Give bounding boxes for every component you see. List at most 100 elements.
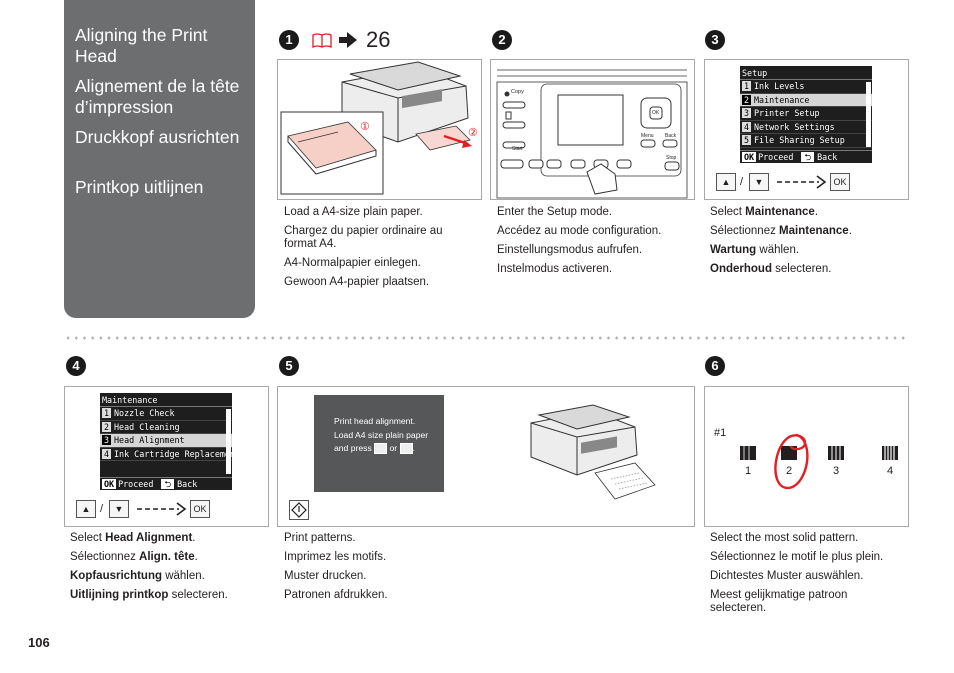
pattern-label-1: 1 [745, 465, 752, 477]
lcd-back-label: Back [817, 152, 838, 162]
caption-de: Wartung wählen. [710, 244, 800, 256]
step-4-captions: Select Head Alignment. Sélectionnez Alig… [70, 532, 270, 608]
pattern-set-label: #1 [714, 427, 727, 439]
dashed-arrow-icon [777, 175, 827, 189]
caption-de: A4-Normalpapier einlegen. [284, 257, 421, 269]
caption-fr: Sélectionnez le motif le plus plein. [710, 551, 884, 563]
key-separator: / [100, 503, 104, 515]
bw-start-icon [399, 443, 413, 455]
up-key: ▲ [716, 173, 736, 191]
stop-label: Stop [666, 155, 677, 161]
selection-circle-mark [774, 433, 809, 490]
caption-de: Kopfausrichtung wählen. [70, 570, 205, 582]
down-key: ▼ [109, 500, 129, 518]
step-6-illustration: #1 1 2 3 4 [704, 386, 909, 527]
lcd-ok-badge: OK [102, 479, 117, 489]
lcd-proceed-label: Proceed [758, 152, 794, 162]
caption-nl: Uitlijning printkop selecteren. [70, 589, 228, 601]
alignment-patterns [740, 446, 898, 460]
back-label: Back [665, 133, 677, 139]
sidebar-title-fr: Alignement de la tête d’impression [75, 76, 240, 117]
down-key: ▼ [749, 173, 769, 191]
caption-nl: Meest gelijkmatige patroon selecteren. [710, 589, 848, 614]
step-2-captions: Enter the Setup mode. Accédez au mode co… [497, 206, 687, 282]
pattern-label-4: 4 [887, 465, 894, 477]
ok-label: OK [652, 110, 660, 116]
step-4-number: 4 [66, 356, 86, 376]
caption-nl: Gewoon A4-papier plaatsen. [284, 276, 430, 288]
callout-1: ① [360, 120, 370, 133]
message-line-3: and press or . [334, 443, 415, 455]
caption-nl: Onderhoud selecteren. [710, 263, 832, 275]
lcd-header: Maintenance [100, 393, 232, 407]
caption-de: Einstellungsmodus aufrufen. [497, 244, 643, 256]
lcd-header: Setup [740, 66, 872, 80]
step-3-captions: Select Maintenance. Sélectionnez Mainten… [710, 206, 905, 282]
copy-label: Copy [511, 89, 524, 95]
pattern-label-3: 3 [833, 465, 840, 477]
message-line-2: Load A4 size plain paper [334, 429, 429, 440]
pattern-label-2: 2 [786, 465, 793, 477]
up-key: ▲ [76, 500, 96, 518]
caption-fr: Chargez du papier ordinaire au format A4… [284, 225, 443, 250]
caption-en: Select Head Alignment. [70, 532, 196, 544]
control-panel-illustration [496, 69, 688, 199]
caption-en: Select Maintenance. [710, 206, 819, 218]
lcd-scrollbar [866, 82, 871, 147]
step-2-number: 2 [492, 30, 512, 50]
step-1-captions: Load a A4-size plain paper. Chargez du p… [284, 206, 474, 295]
sidebar-title-de: Druckkopf ausrichten [75, 127, 240, 147]
back-icon: ⮌ [801, 152, 815, 162]
sidebar: Aligning the Print Head Alignement de la… [64, 0, 255, 318]
back-icon: ⮌ [161, 479, 175, 489]
lcd-proceed-label: Proceed [118, 479, 154, 489]
pattern-1 [740, 446, 756, 460]
printer-output-illustration [530, 404, 656, 500]
sidebar-title-nl: Printkop uitlijnen [75, 177, 204, 197]
step-2-illustration: Copy Start Menu Back Stop OK [490, 59, 695, 200]
caption-fr: Imprimez les motifs. [284, 551, 387, 563]
caption-en: Enter the Setup mode. [497, 206, 613, 218]
pattern-3 [828, 446, 844, 460]
reference-page: 26 [366, 27, 391, 52]
caption-nl: Patronen afdrukken. [284, 589, 388, 601]
caption-fr: Accédez au mode configuration. [497, 225, 662, 237]
step-5-number: 5 [279, 356, 299, 376]
caption-en: Load a A4-size plain paper. [284, 206, 423, 218]
menu-label: Menu [641, 133, 654, 139]
caption-en: Print patterns. [284, 532, 356, 544]
ok-key: OK [830, 173, 850, 191]
step-6-number: 6 [705, 356, 725, 376]
lcd-message-box: Print head alignment. Load A4 size plain… [314, 395, 444, 492]
arrow-right-icon [339, 32, 357, 48]
lcd-scrollbar [226, 409, 231, 474]
start-button-icon [289, 500, 309, 520]
step-3-number: 3 [705, 30, 725, 50]
caption-fr: Sélectionnez Maintenance. [710, 225, 852, 237]
step-1-illustration: ① ② [277, 59, 482, 200]
lcd-ok-badge: OK [742, 152, 757, 162]
caption-nl: Instelmodus activeren. [497, 263, 613, 275]
pattern-4 [882, 446, 898, 460]
ok-key: OK [190, 500, 210, 518]
step-6-captions: Select the most solid pattern. Sélection… [710, 532, 905, 621]
dotted-separator [64, 336, 910, 340]
callout-2: ② [468, 126, 478, 139]
page-number: 106 [28, 635, 50, 650]
caption-de: Dichtestes Muster auswählen. [710, 570, 864, 582]
start-label: Start [512, 146, 523, 152]
